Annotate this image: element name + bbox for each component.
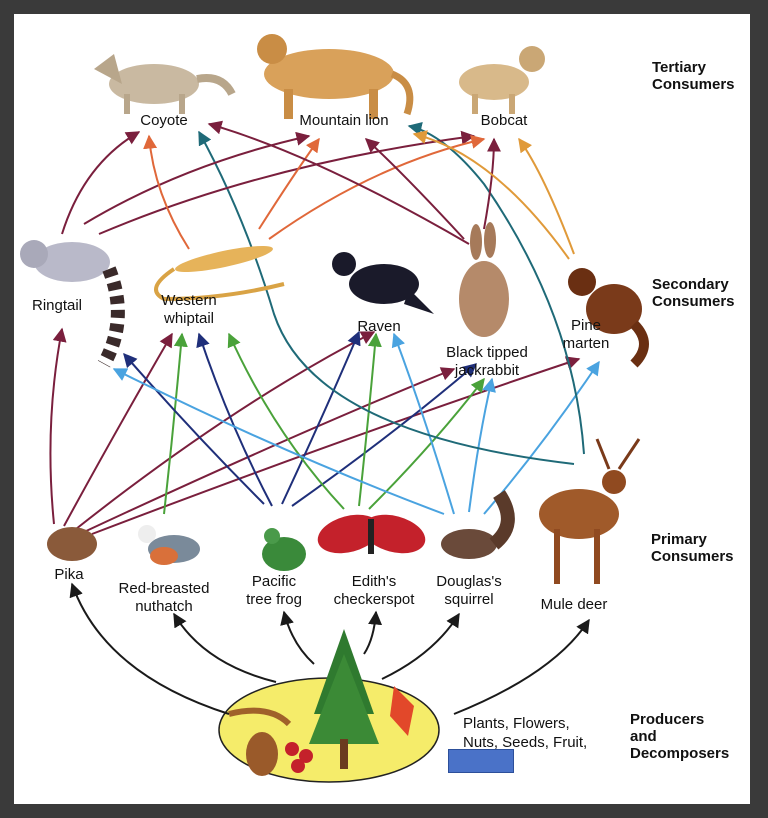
coyote-illustration [94,54,236,114]
marten-label: Pine marten [562,317,610,352]
tertiary-consumers-label: Tertiary Consumers [652,59,735,93]
raven-label: Raven [357,318,401,335]
whiptail-label: Western whiptail [161,292,217,327]
producers-illustration [218,629,440,783]
nuthatch-illustration [138,525,200,565]
raven-illustration [332,252,434,314]
squirrel-label: Douglas's squirrel [436,573,502,608]
checkerspot-label: Edith's checkerspot [333,573,415,608]
mule-deer-illustration [539,438,641,584]
secondary-consumers-label: Secondary Consumers [652,276,735,310]
jackrabbit-label: Black tipped jackrabbit [446,344,528,379]
nuthatch-label: Red-breasted nuthatch [118,580,210,615]
mountain-lion-label: Mountain lion [299,112,389,129]
food-web-diagram: Coyote Mountain lion Bobcat Ringtail Wes… [14,14,750,804]
whiptail-illustration [154,245,285,302]
ringtail-label: Ringtail [31,297,83,314]
bobcat-label: Bobcat [480,112,528,129]
mule-deer-label: Mule deer [540,596,608,613]
mountain-lion-illustration [257,34,414,119]
coyote-label: Coyote [140,112,188,129]
redaction-box [448,749,514,773]
frog-illustration [262,528,306,571]
ringtail-illustration [20,240,125,368]
bobcat-illustration [459,46,545,114]
jackrabbit-illustration [459,222,509,337]
food-web-canvas [20,34,649,783]
marten-illustration [568,268,649,368]
feeding-arrows [49,120,600,715]
pika-label: Pika [54,566,84,583]
checkerspot-illustration [317,514,426,554]
producers-note: Plants, Flowers, Nuts, Seeds, Fruit, [463,715,588,751]
pika-illustration [47,527,97,561]
primary-consumers-label: Primary Consumers [651,531,734,565]
producers-label: Producers and Decomposers [630,711,730,762]
frog-label: Pacific tree frog [246,573,302,608]
squirrel-illustration [441,490,515,559]
